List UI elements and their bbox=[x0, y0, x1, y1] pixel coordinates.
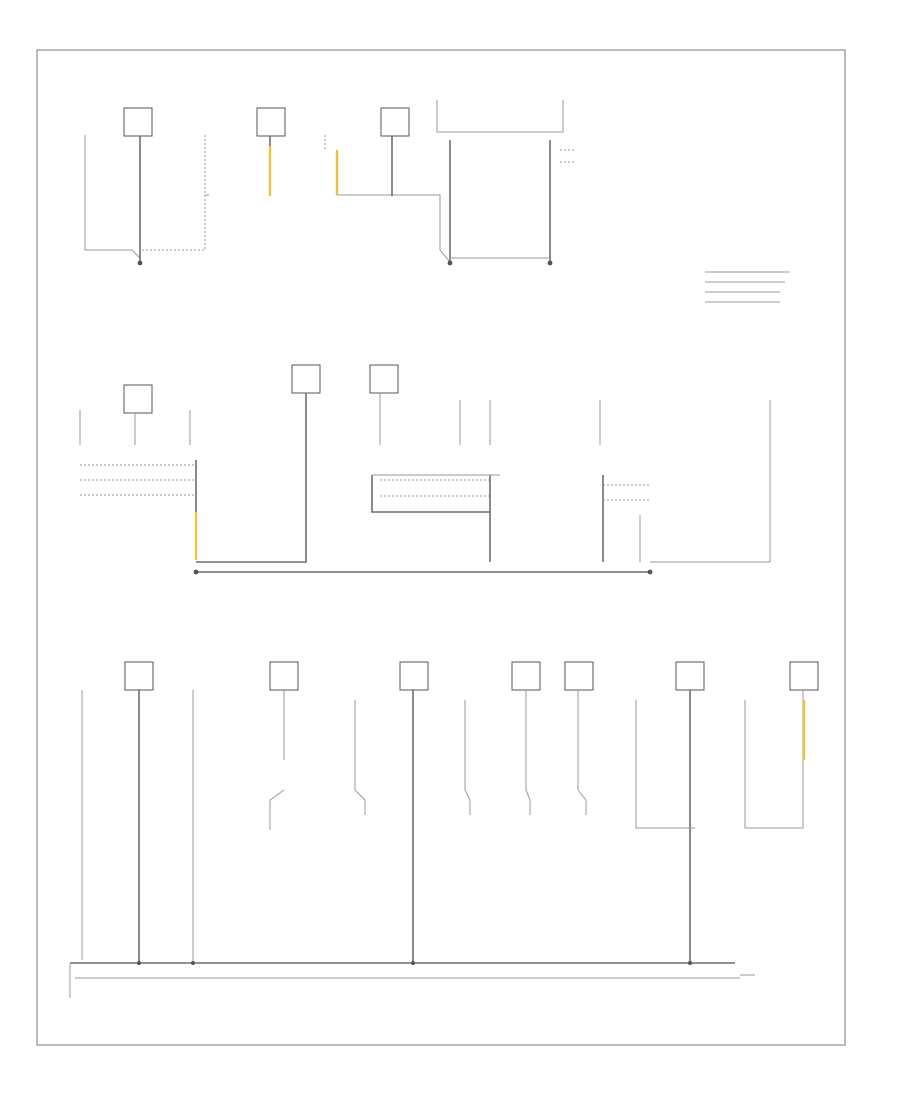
wire bbox=[650, 400, 771, 563]
wire bbox=[84, 135, 141, 259]
ground-node bbox=[191, 961, 195, 965]
ground-node bbox=[137, 260, 143, 266]
component-box bbox=[511, 661, 541, 691]
wire bbox=[744, 690, 804, 829]
ground-node bbox=[647, 569, 653, 575]
wire bbox=[337, 194, 451, 263]
wire bbox=[196, 393, 307, 563]
component-box bbox=[675, 661, 705, 691]
ground-node bbox=[193, 569, 199, 575]
legend-block bbox=[705, 271, 790, 303]
top-header-labels bbox=[70, 70, 100, 90]
component-box bbox=[123, 107, 153, 137]
ground-node bbox=[137, 961, 141, 965]
component-box bbox=[269, 661, 299, 691]
wire bbox=[464, 700, 471, 815]
wire bbox=[525, 690, 531, 815]
component-box bbox=[291, 364, 321, 394]
wire bbox=[140, 135, 206, 251]
diagram-frame bbox=[36, 49, 846, 1046]
ground-node bbox=[411, 961, 415, 965]
top-section bbox=[70, 70, 790, 303]
module-bracket bbox=[436, 100, 564, 133]
component-box bbox=[256, 107, 286, 137]
wire bbox=[577, 690, 587, 815]
ground-node bbox=[447, 260, 453, 266]
wire bbox=[269, 789, 285, 830]
bottom-section bbox=[69, 661, 819, 998]
wire bbox=[371, 475, 490, 513]
middle-section bbox=[79, 364, 771, 575]
wire bbox=[635, 700, 695, 829]
ground-node bbox=[688, 961, 692, 965]
wire bbox=[354, 700, 366, 815]
component-box bbox=[399, 661, 429, 691]
component-box bbox=[124, 661, 154, 691]
component-box bbox=[123, 384, 153, 414]
component-box bbox=[380, 107, 410, 137]
ground-node bbox=[547, 260, 553, 266]
component-box bbox=[369, 364, 399, 394]
component-box bbox=[564, 661, 594, 691]
component-box bbox=[789, 661, 819, 691]
